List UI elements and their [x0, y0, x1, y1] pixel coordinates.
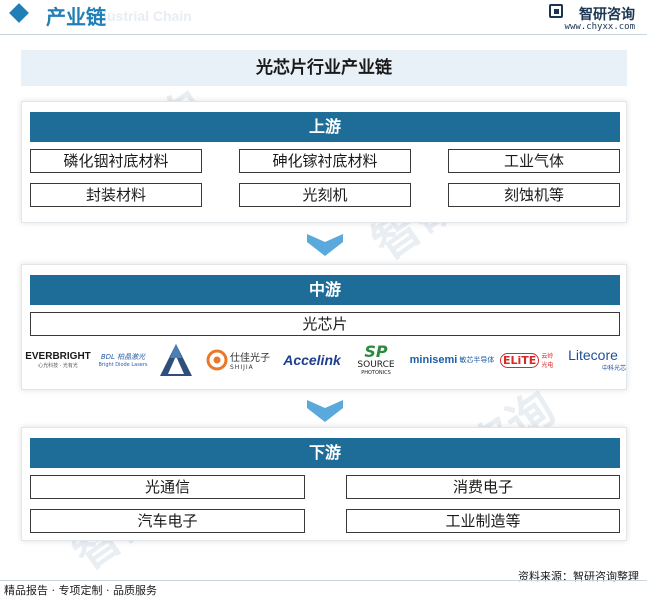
- midstream-item: 光芯片: [30, 312, 620, 336]
- logo-litecore: Litecore 中科光芯: [560, 340, 626, 380]
- diamond-icon: [9, 3, 29, 23]
- logo-shijia-text: 仕佳光子: [230, 353, 270, 364]
- midstream-panel: 中游 光芯片: [21, 264, 627, 390]
- logo-source-photonics: SP SOURCE PHOTONICS: [348, 340, 404, 380]
- logo-everbright-text: EVERBRIGHT: [25, 351, 91, 362]
- downstream-item: 光通信: [30, 475, 305, 499]
- diagram-title: 光芯片行业产业链: [21, 50, 627, 86]
- logo-everbright: EVERBRIGHT 心光科技 · 光有光: [25, 340, 91, 380]
- logo-shijia: 仕佳光子 SHIJIA: [200, 340, 276, 380]
- header-title: 产业链: [46, 5, 106, 29]
- logo-litecore-text: Litecore: [568, 347, 618, 363]
- upstream-item: 工业气体: [448, 149, 620, 173]
- logo-shijia-mark: [206, 349, 228, 371]
- midstream-label: 中游: [30, 275, 620, 305]
- footer-tagline: 精品报告 · 专项定制 · 品质服务: [4, 584, 157, 597]
- logo-litecore-sub: 中科光芯: [601, 365, 626, 372]
- upstream-item: 磷化铟衬底材料: [30, 149, 202, 173]
- logo-sp-sub: SOURCE: [357, 360, 395, 370]
- upstream-item: 刻蚀机等: [448, 183, 620, 207]
- logo-minisemi: minisemi 敏芯半导体: [408, 340, 496, 380]
- downstream-item: 消费电子: [346, 475, 620, 499]
- logo-elite-text: ELiTE: [500, 352, 540, 368]
- brand-logo-icon: [549, 4, 563, 18]
- upstream-label: 上游: [30, 112, 620, 142]
- logo-minisemi-sub: 敏芯半导体: [459, 356, 495, 364]
- upstream-item: 光刻机: [239, 183, 411, 207]
- brand-url: www.chyxx.com: [564, 22, 635, 32]
- source-note: 资料来源：智研咨询整理: [518, 570, 639, 583]
- logo-elite: ELiTE 云岭光电: [500, 340, 558, 380]
- downstream-item: 汽车电子: [30, 509, 305, 533]
- down-arrow-icon: [307, 400, 343, 422]
- logo-elite-sub: 云岭光电: [541, 353, 554, 369]
- header-title-background: Industrial Chain: [86, 8, 192, 24]
- downstream-label: 下游: [30, 438, 620, 468]
- footer-divider: [0, 580, 647, 581]
- logo-accelink-text: Accelink: [283, 352, 341, 368]
- logo-minisemi-text: minisemi: [409, 354, 458, 366]
- logo-triangle: [160, 344, 192, 376]
- header: Industrial Chain 产业链 智研咨询 www.chyxx.com: [0, 0, 647, 36]
- header-divider: [0, 34, 647, 35]
- logo-sp-text: SP: [364, 342, 388, 361]
- brand-name: 智研咨询: [579, 7, 635, 23]
- down-arrow-icon: [307, 234, 343, 256]
- downstream-item: 工业制造等: [346, 509, 620, 533]
- logo-bdl-text: BDL 柏晶激光: [100, 353, 146, 361]
- logo-bdl-sub: Bright Diode Lasers: [98, 362, 148, 368]
- logo-accelink: Accelink: [280, 340, 344, 380]
- upstream-panel: 上游 磷化铟衬底材料 砷化镓衬底材料 工业气体 封装材料 光刻机 刻蚀机等: [21, 101, 627, 223]
- logo-everbright-sub: 心光科技 · 光有光: [38, 363, 78, 369]
- logo-sp-sub2: PHOTONICS: [361, 370, 391, 376]
- upstream-item: 封装材料: [30, 183, 202, 207]
- logo-bdl: BDL 柏晶激光 Bright Diode Lasers: [94, 340, 152, 380]
- logo-shijia-sub: SHIJIA: [230, 364, 254, 371]
- upstream-item: 砷化镓衬底材料: [239, 149, 411, 173]
- downstream-panel: 下游 光通信 消费电子 汽车电子 工业制造等: [21, 427, 627, 541]
